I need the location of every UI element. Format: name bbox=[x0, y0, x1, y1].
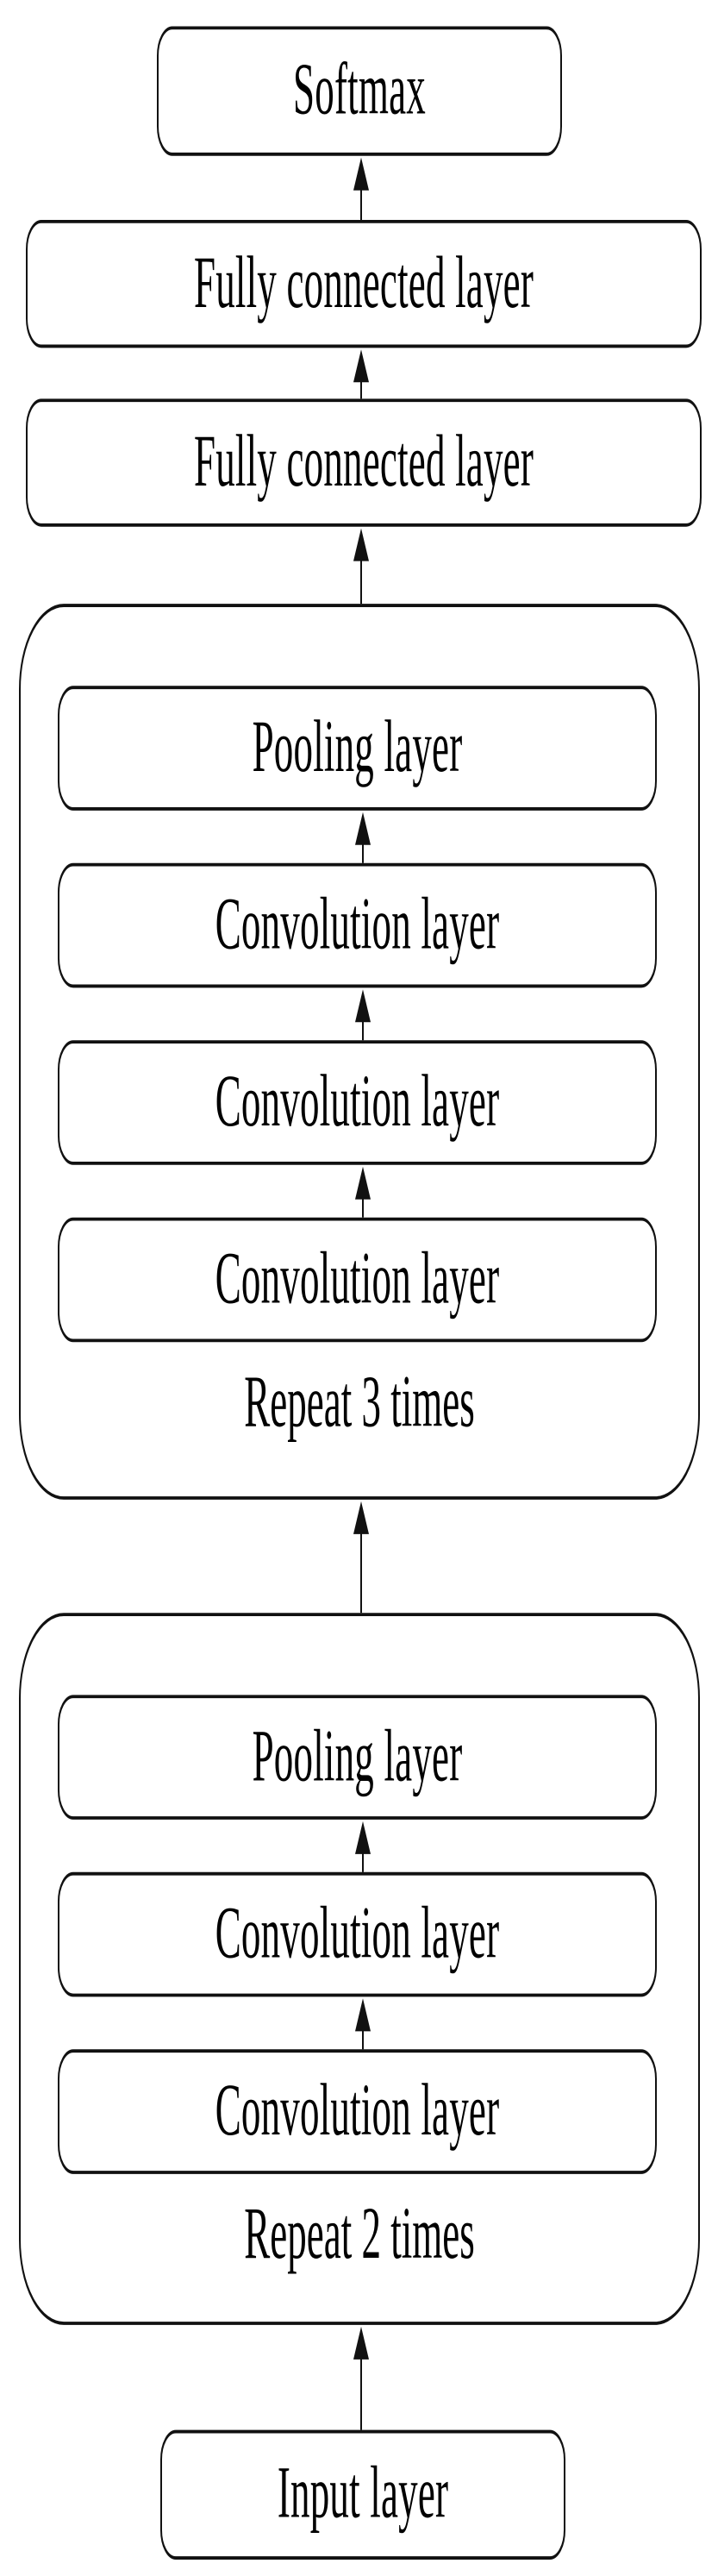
group-repeat-3-times[interactable]: Pooling layer Convolution layer Convolut… bbox=[19, 604, 700, 1500]
arrowhead-icon bbox=[355, 812, 371, 845]
arrow-shaft bbox=[360, 369, 362, 399]
arrowhead-icon bbox=[353, 2326, 369, 2360]
node-fully-connected-2-label: Fully connected layer bbox=[193, 240, 534, 323]
arrow-group3-to-fc1 bbox=[352, 528, 371, 605]
node-fully-connected-2[interactable]: Fully connected layer bbox=[26, 219, 702, 348]
arrowhead-icon bbox=[353, 157, 369, 191]
node-fully-connected-1[interactable]: Fully connected layer bbox=[26, 398, 702, 527]
arrow-shaft bbox=[362, 831, 364, 863]
node-group3-convolution-1[interactable]: Convolution layer bbox=[58, 1217, 657, 1343]
arrow-input-to-group2 bbox=[352, 2326, 371, 2430]
group-repeat-3-times-caption: Repeat 3 times bbox=[244, 1360, 475, 1443]
arrow-shaft bbox=[362, 2018, 364, 2050]
node-softmax-label: Softmax bbox=[293, 47, 426, 130]
node-group2-pooling-label: Pooling layer bbox=[252, 1714, 463, 1796]
node-group3-convolution-2[interactable]: Convolution layer bbox=[58, 1040, 657, 1165]
arrow-shaft bbox=[360, 1520, 362, 1614]
node-group3-pooling[interactable]: Pooling layer bbox=[58, 686, 657, 811]
arrowhead-icon bbox=[355, 1821, 371, 1854]
node-group2-convolution-1[interactable]: Convolution layer bbox=[58, 2049, 657, 2174]
arrow-shaft bbox=[360, 548, 362, 605]
node-group3-pooling-label: Pooling layer bbox=[252, 705, 463, 787]
arrow-group3-conv3-to-pooling bbox=[353, 812, 372, 863]
arrowhead-icon bbox=[353, 349, 369, 383]
arrow-group2-to-group3 bbox=[352, 1501, 371, 1614]
arrowhead-icon bbox=[353, 528, 369, 561]
node-fully-connected-1-label: Fully connected layer bbox=[193, 419, 534, 502]
node-group2-convolution-2[interactable]: Convolution layer bbox=[58, 1871, 657, 1997]
arrow-fc2-to-softmax bbox=[352, 157, 371, 227]
arrowhead-icon bbox=[355, 1166, 371, 1200]
arrow-group3-conv1-to-conv2 bbox=[353, 1166, 372, 1218]
node-softmax[interactable]: Softmax bbox=[157, 26, 562, 156]
node-group2-convolution-2-label: Convolution layer bbox=[215, 1890, 500, 1973]
node-group2-pooling[interactable]: Pooling layer bbox=[58, 1695, 657, 1820]
node-group3-convolution-3[interactable]: Convolution layer bbox=[58, 862, 657, 988]
group-repeat-2-times[interactable]: Pooling layer Convolution layer Convolut… bbox=[19, 1613, 700, 2325]
arrow-shaft bbox=[360, 177, 362, 227]
group-repeat-2-times-caption: Repeat 2 times bbox=[244, 2191, 475, 2274]
arrow-shaft bbox=[360, 2346, 362, 2430]
arrowhead-icon bbox=[355, 1998, 371, 2032]
node-input-layer[interactable]: Input layer bbox=[160, 2429, 565, 2560]
arrowhead-icon bbox=[353, 1501, 369, 1534]
arrowhead-icon bbox=[355, 989, 371, 1023]
node-group3-convolution-3-label: Convolution layer bbox=[215, 881, 500, 964]
node-group3-convolution-2-label: Convolution layer bbox=[215, 1059, 500, 1142]
arrow-group2-conv1-to-conv2 bbox=[353, 1998, 372, 2050]
node-group2-convolution-1-label: Convolution layer bbox=[215, 2068, 500, 2151]
node-input-layer-label: Input layer bbox=[277, 2451, 449, 2534]
arrow-shaft bbox=[362, 1009, 364, 1041]
arrow-group3-conv2-to-conv3 bbox=[353, 989, 372, 1041]
node-group3-convolution-1-label: Convolution layer bbox=[215, 1236, 500, 1319]
arrow-fc1-to-fc2 bbox=[352, 349, 371, 399]
arrow-shaft bbox=[362, 1186, 364, 1218]
arrow-group2-conv2-to-pooling bbox=[353, 1821, 372, 1872]
arrow-shaft bbox=[362, 1840, 364, 1872]
